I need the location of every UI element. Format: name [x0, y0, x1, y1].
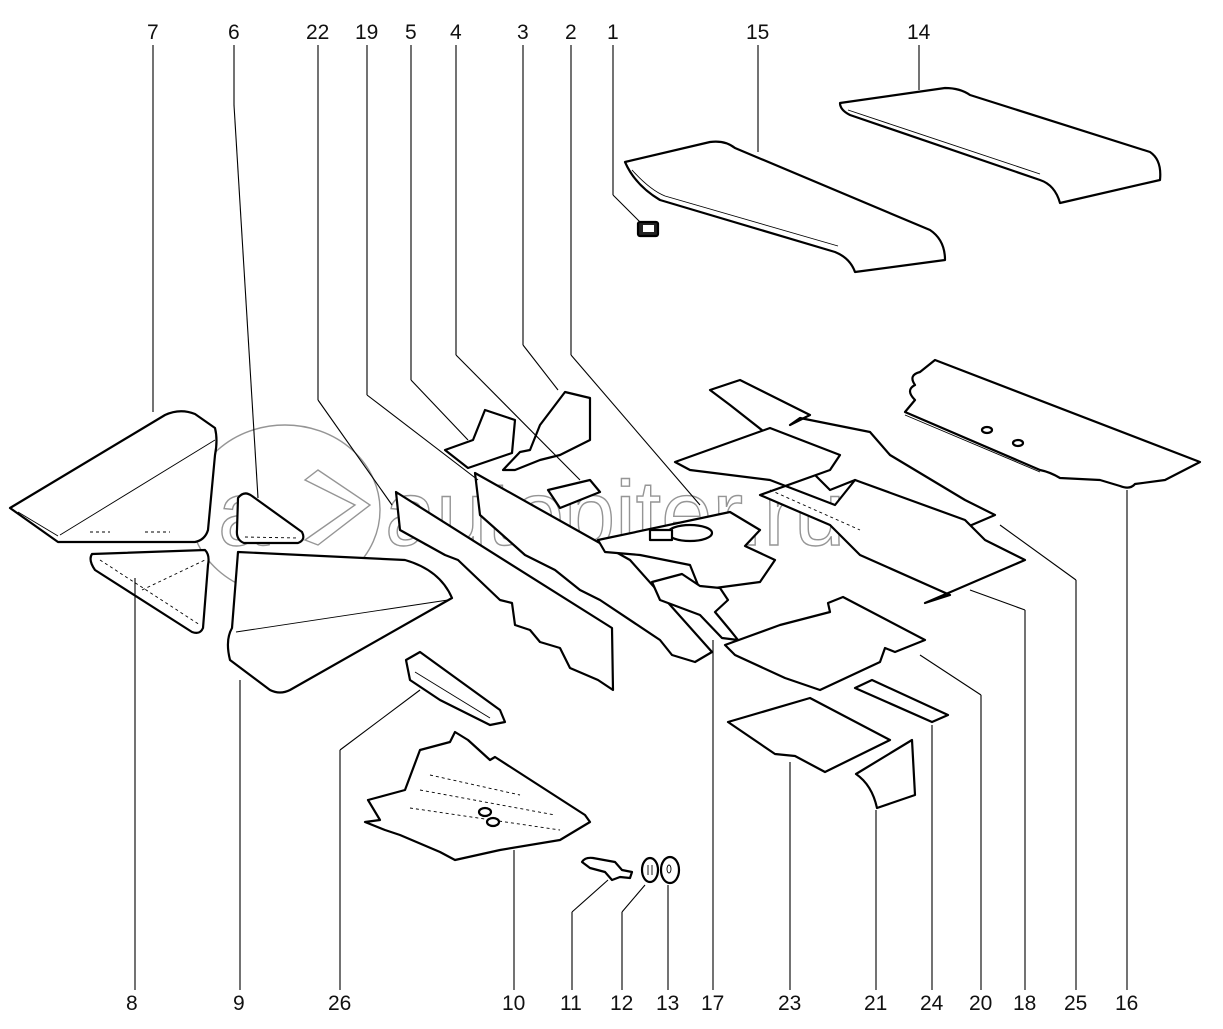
- part-6-pad[interactable]: [235, 492, 305, 545]
- part-4-pad[interactable]: [546, 478, 602, 510]
- callout-18: 18: [1013, 992, 1036, 1015]
- callout-12: 12: [610, 992, 633, 1015]
- callout-22: 22: [306, 21, 329, 44]
- callout-10: 10: [502, 992, 525, 1015]
- callout-4: 4: [450, 21, 462, 44]
- part-16-panel[interactable]: [903, 358, 1202, 489]
- part-26-bracket[interactable]: [404, 650, 507, 727]
- part-7-pad[interactable]: [8, 410, 218, 544]
- callout-24: 24: [920, 992, 944, 1015]
- part-11-bracket-bolt[interactable]: [580, 856, 634, 882]
- part-10-skid-plate[interactable]: [363, 730, 592, 862]
- part-2-insulation[interactable]: [596, 510, 777, 592]
- part-13-washer[interactable]: [659, 855, 681, 885]
- part-23-floor-mat[interactable]: [726, 696, 892, 774]
- part-18-floor-mat[interactable]: [673, 426, 1027, 605]
- callout-14: 14: [907, 21, 931, 44]
- callout-16: 16: [1115, 992, 1138, 1015]
- part-1-clip[interactable]: [636, 220, 660, 238]
- part-20-floor-mat[interactable]: [723, 595, 927, 692]
- watermark-chevron-icon: [303, 469, 372, 546]
- part-9-pad[interactable]: [226, 550, 454, 694]
- callout-20: 20: [969, 992, 992, 1015]
- callout-3: 3: [517, 21, 529, 44]
- callout-7: 7: [147, 21, 159, 44]
- callout-11: 11: [560, 992, 582, 1015]
- callout-1: 1: [607, 21, 619, 44]
- leader-lines: [134, 45, 1128, 990]
- callout-8: 8: [126, 992, 138, 1015]
- part-22-tunnel-insulation[interactable]: [394, 490, 615, 692]
- callout-25: 25: [1064, 992, 1087, 1015]
- callout-6: 6: [228, 21, 240, 44]
- callouts-top: 7 6 22 19 5 4 3 2 1 15 14: [147, 21, 931, 44]
- callout-21: 21: [864, 992, 887, 1015]
- callouts-bottom: 8 9 26 10 11 12 13 17 23 21 24 20 18 25 …: [126, 992, 1138, 1015]
- part-3-bracket[interactable]: [501, 390, 592, 472]
- part-14-rear-shelf[interactable]: [838, 86, 1162, 205]
- callout-19: 19: [355, 21, 378, 44]
- part-15-rear-shelf[interactable]: [623, 140, 947, 274]
- callout-26: 26: [328, 992, 351, 1015]
- callout-13: 13: [656, 992, 679, 1015]
- callout-5: 5: [405, 21, 417, 44]
- part-19-tunnel-insulation[interactable]: [473, 471, 714, 664]
- part-21-panel[interactable]: [854, 738, 917, 810]
- callout-17: 17: [701, 992, 724, 1015]
- callout-15: 15: [746, 21, 769, 44]
- callout-9: 9: [233, 992, 245, 1015]
- callout-23: 23: [778, 992, 801, 1015]
- part-24-strip[interactable]: [853, 678, 950, 724]
- part-8-pad[interactable]: [89, 548, 210, 634]
- callout-2: 2: [565, 21, 577, 44]
- part-17-panel[interactable]: [650, 572, 740, 642]
- part-12-washer[interactable]: [640, 856, 660, 884]
- part-5-bracket[interactable]: [443, 408, 517, 470]
